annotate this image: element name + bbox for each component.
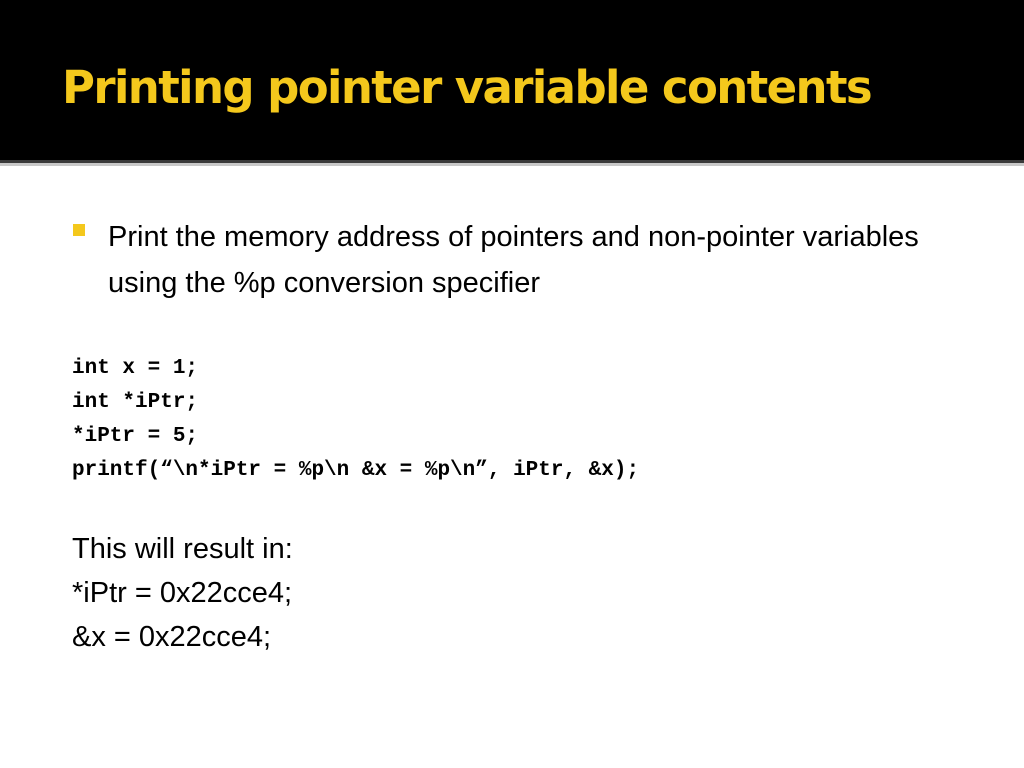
- bullet-square-icon: [73, 224, 85, 236]
- result-line: &x = 0x22cce4;: [72, 621, 272, 653]
- code-line: int *iPtr;: [72, 391, 199, 414]
- result-line: *iPtr = 0x22cce4;: [72, 577, 293, 609]
- code-block: int x = 1; int *iPtr; *iPtr = 5; printf(…: [72, 352, 639, 488]
- bullet-text: Print the memory address of pointers and…: [108, 221, 919, 299]
- slide-title: Printing pointer variable contents: [62, 61, 873, 114]
- title-bar: Printing pointer variable contents: [0, 0, 1024, 160]
- code-line: printf(“\n*iPtr = %p\n &x = %p\n”, iPtr,…: [72, 459, 640, 482]
- code-line: *iPtr = 5;: [72, 425, 199, 448]
- title-divider-dark: [0, 160, 1024, 163]
- code-line: int x = 1;: [72, 357, 199, 380]
- result-block: This will result in: *iPtr = 0x22cce4; &…: [72, 527, 293, 659]
- title-divider-light: [0, 163, 1024, 166]
- result-line: This will result in:: [72, 533, 293, 565]
